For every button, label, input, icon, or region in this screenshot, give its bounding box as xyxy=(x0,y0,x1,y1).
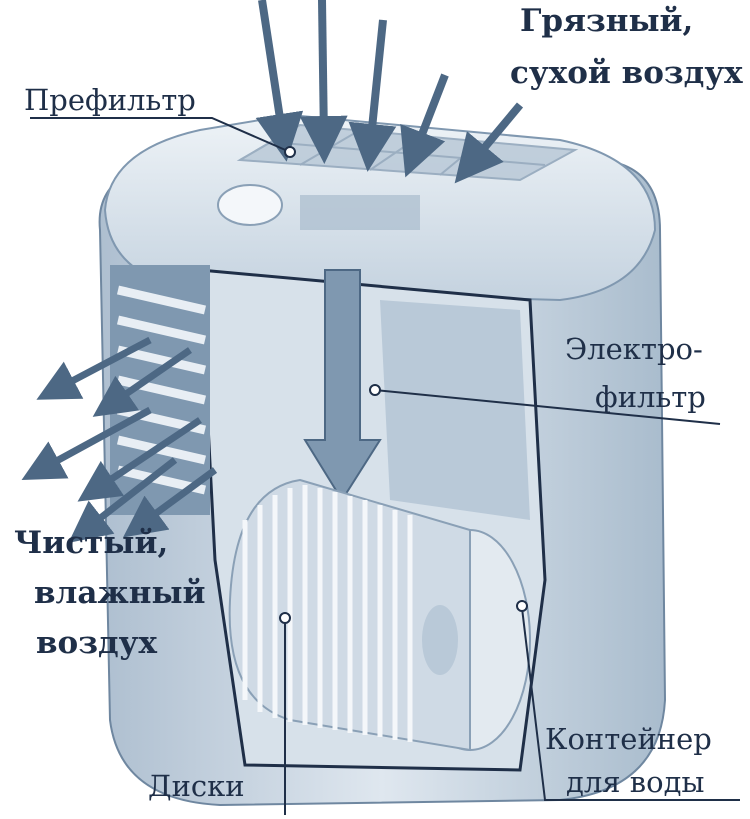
clean-air-label-1: Чистый, xyxy=(14,525,169,561)
clean-air-label-3: воздух xyxy=(36,625,157,661)
leader-lines xyxy=(30,117,740,815)
disc-drum xyxy=(228,478,531,752)
dirty-air-label-2: сухой воздух xyxy=(510,55,743,91)
electrofilter-label-1: Электро- xyxy=(565,332,703,366)
dirty-air-label-1: Грязный, xyxy=(520,3,694,39)
container-label-1: Контейнер xyxy=(545,722,712,756)
clean-air-label-2: влажный xyxy=(34,575,206,611)
control-knob xyxy=(217,184,283,226)
discs-label: Диски xyxy=(148,769,245,803)
label-points xyxy=(279,146,528,624)
container-label-2: для воды xyxy=(566,765,705,799)
outlet-grille xyxy=(110,265,210,515)
internal-airflow-arrow xyxy=(303,269,382,502)
prefilter-label: Префильтр xyxy=(24,83,196,117)
clean-air-arrows xyxy=(21,336,218,543)
electrofilter-label-2: фильтр xyxy=(595,380,706,414)
dirty-air-arrows xyxy=(255,0,524,184)
